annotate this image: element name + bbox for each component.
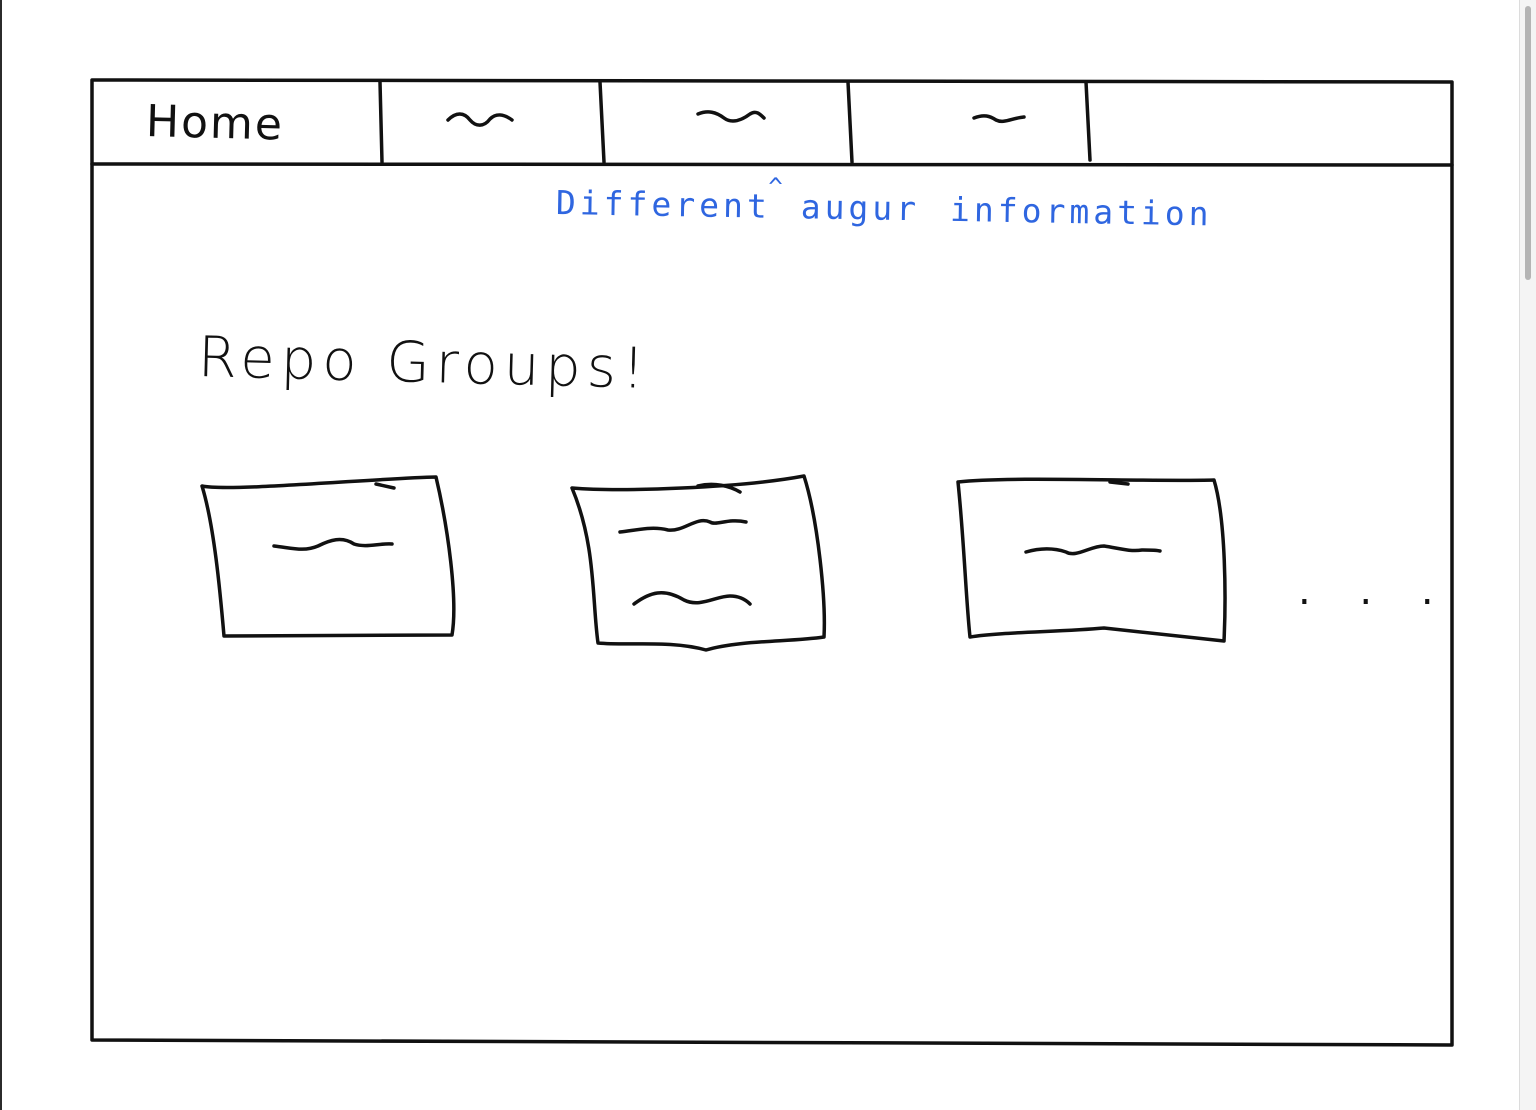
tab-separator xyxy=(378,80,384,164)
scrollbar-thumb[interactable] xyxy=(1525,6,1531,280)
section-title: Repo Groups! xyxy=(197,325,652,402)
tab-4[interactable] xyxy=(854,84,1084,162)
page-edge xyxy=(0,0,2,1110)
repo-group-card-3-border xyxy=(956,477,1227,643)
annotation-word-1: Different xyxy=(555,183,772,226)
more-indicator: . . . xyxy=(1298,568,1452,614)
card-1-corner-mark xyxy=(374,482,396,490)
repo-group-card-2-border xyxy=(570,474,827,652)
annotation-caret: ^ xyxy=(768,172,784,201)
repo-group-card-2[interactable] xyxy=(578,482,822,644)
app-frame xyxy=(90,78,1454,1047)
tab-3[interactable] xyxy=(606,84,846,162)
tab-separator xyxy=(598,80,606,164)
card-2-text-line-2 xyxy=(632,591,752,606)
tab-separator xyxy=(846,80,854,164)
tab-2[interactable] xyxy=(384,84,598,162)
vertical-scrollbar[interactable] xyxy=(1519,0,1536,1110)
tab-home-label: Home xyxy=(145,96,285,151)
card-3-corner-mark xyxy=(1108,480,1130,486)
card-2-corner-mark xyxy=(696,482,742,494)
card-3-text-line xyxy=(1024,544,1162,556)
tab-home[interactable]: Home xyxy=(145,96,284,151)
annotation-word-2: augur xyxy=(800,187,921,229)
tab-2-placeholder-text xyxy=(446,112,514,127)
repo-group-card-3[interactable] xyxy=(962,482,1222,638)
tab-3-placeholder-text xyxy=(696,110,766,123)
card-2-text-line-1 xyxy=(618,518,748,534)
annotation-word-3: information xyxy=(949,189,1213,234)
repo-group-card-1-border xyxy=(200,475,456,638)
card-1-text-line xyxy=(272,537,394,551)
tab-separator xyxy=(1084,80,1092,162)
tab-4-placeholder-text xyxy=(972,114,1026,124)
nav-bar-divider xyxy=(90,162,1454,167)
repo-group-card-1[interactable] xyxy=(206,482,450,634)
